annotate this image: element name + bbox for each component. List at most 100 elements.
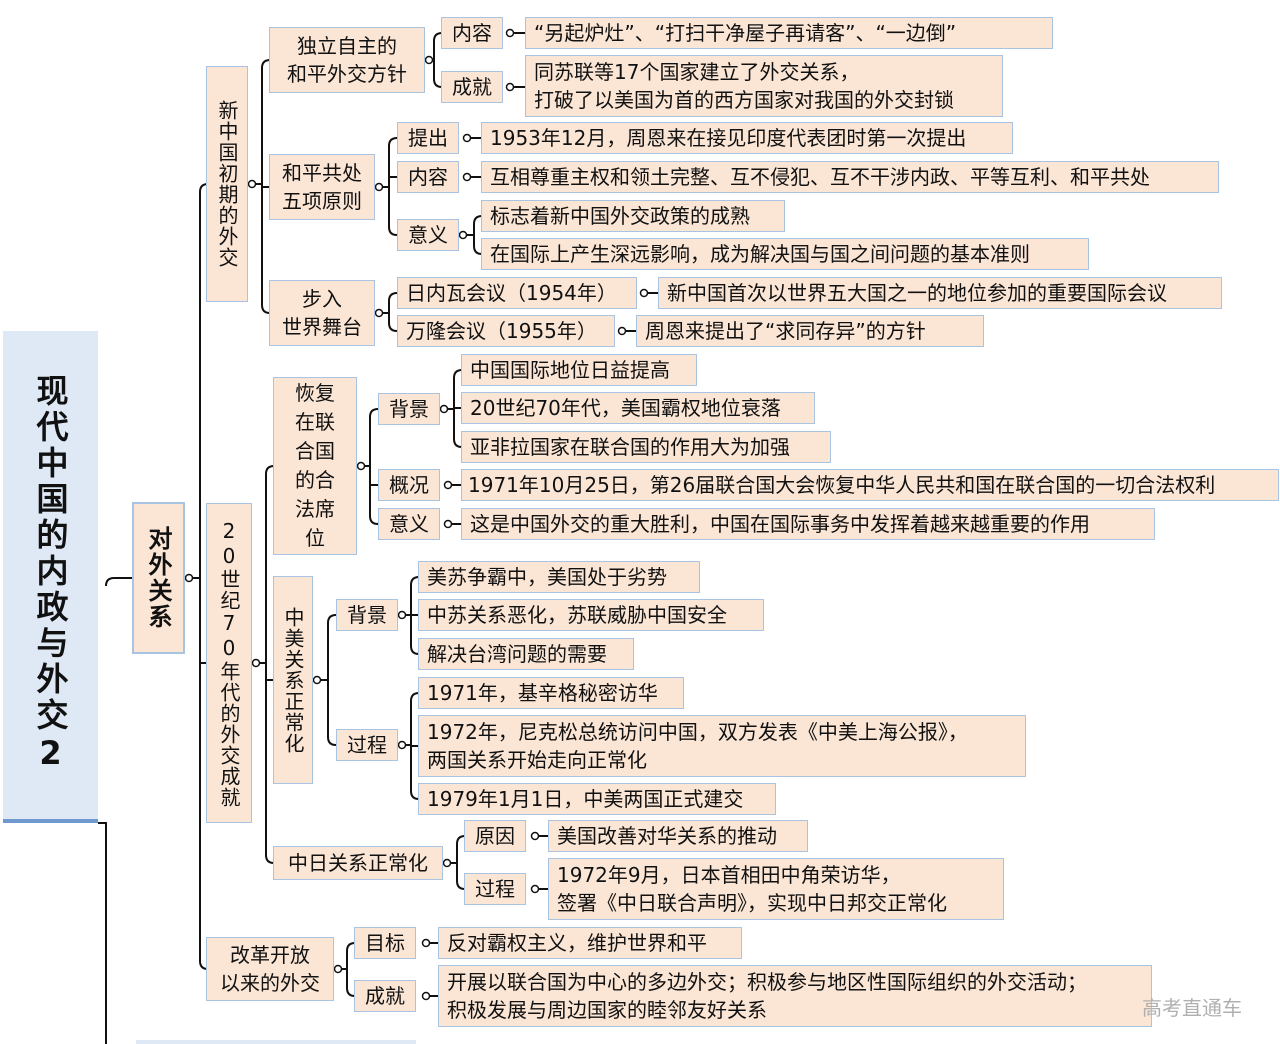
connector-knob: [439, 404, 449, 414]
leaf-text: 中国国际地位日益提高: [470, 358, 670, 382]
leaf-text: 1953年12月，周恩来在接见印度代表团时第一次提出: [490, 126, 967, 150]
connector-knob: [617, 326, 627, 336]
leaf-text-line: 签署《中日联合声明》，实现中日邦交正常化: [557, 891, 947, 915]
connector: [388, 137, 398, 147]
label-text: 过程: [347, 733, 387, 757]
label-proposed: 提出: [397, 122, 459, 154]
main-topic-label: 对外关系: [144, 526, 172, 630]
leaf-text: 亚非拉国家在联合国的作用大为加强: [470, 435, 790, 459]
connector: [105, 577, 132, 587]
topic-line: 改革开放: [230, 943, 310, 967]
connector: [388, 322, 398, 332]
leaf-background-2: 中苏关系恶化，苏联威胁中国安全: [418, 599, 764, 631]
leaf-text-line: 开展以联合国为中心的多边外交；积极参与地区性国际组织的外交活动；: [447, 970, 1087, 994]
leaf-text-line: 1972年，尼克松总统访问中国，双方发表《中美上海公报》，: [427, 720, 968, 744]
label-text: 概况: [389, 473, 429, 497]
connector-knob: [251, 658, 261, 668]
subtopic-sino-us: 中美关系正常化: [273, 576, 313, 784]
leaf-text: 1971年，基辛格秘密访华: [427, 681, 658, 705]
leaf-text: 周恩来提出了“求同存异”的方针: [645, 319, 926, 343]
leaf-text-line: 同苏联等17个国家建立了外交关系，: [534, 60, 860, 84]
connector-knob: [421, 938, 431, 948]
leaf-text: “另起炉灶”、“打扫干净屋子再请客”、“一边倒”: [534, 21, 957, 45]
connector-knob: [639, 288, 649, 298]
connector: [327, 736, 337, 746]
topic-reform-era-diplomacy: 改革开放 以来的外交: [206, 937, 334, 1001]
leaf-process: 1972年9月，日本首相田中角荣访华， 签署《中日联合声明》，实现中日邦交正常化: [548, 858, 1004, 920]
connector-knob: [421, 991, 431, 1001]
leaf-text: 反对霸权主义，维护世界和平: [447, 931, 707, 955]
leaf-background-1: 美苏争霸中，美国处于劣势: [418, 561, 700, 593]
watermark: 高考直通车: [1142, 996, 1242, 1020]
decorative-bar: [136, 1040, 416, 1044]
leaf-text: 互相尊重主权和领土完整、互不侵犯、互不干涉内政、平等互利、和平共处: [490, 165, 1150, 189]
connector-knob: [530, 831, 540, 841]
label-achievement: 成就: [441, 71, 503, 103]
subtopic-line: 和平外交方针: [287, 62, 407, 86]
label-overview: 概况: [378, 469, 440, 501]
subtopic-line: 独立自主的: [297, 34, 397, 58]
root-title: 现代中国的内政与外交2: [31, 374, 70, 776]
label-text: 背景: [347, 603, 387, 627]
leaf-text: 解决台湾问题的需要: [427, 642, 607, 666]
label-reason: 原因: [464, 820, 526, 852]
label-text: 背景: [389, 397, 429, 421]
subtopic-independent-policy: 独立自主的 和平外交方针: [269, 27, 425, 93]
connector-knob: [333, 964, 343, 974]
connector-knob: [247, 179, 257, 189]
label-geneva-conference: 日内瓦会议（1954年）: [397, 277, 637, 309]
subtopic-sino-japan: 中日关系正常化: [273, 846, 443, 880]
subtopic-world-stage: 步入 世界舞台: [269, 280, 375, 346]
leaf-significance-1: 标志着新中国外交政策的成熟: [481, 200, 785, 232]
connector-knob: [462, 133, 472, 143]
subtopic-label: 恢复在联合国的合法席位: [295, 381, 335, 550]
leaf-background-3: 解决台湾问题的需要: [418, 638, 634, 670]
leaf-text-line: 打破了以美国为首的西方国家对我国的外交封锁: [534, 88, 954, 112]
topic-1970s-diplomacy: 20世纪70年代的外交成就: [206, 503, 252, 823]
leaf-text: 中苏关系恶化，苏联威胁中国安全: [427, 603, 727, 627]
leaf-text: 1971年10月25日，第26届联合国大会恢复中华人民共和国在联合国的一切合法权…: [468, 473, 1216, 497]
connector-knob: [462, 172, 472, 182]
connector-knob: [397, 610, 407, 620]
label-text: 成就: [365, 984, 405, 1008]
leaf-process-1: 1971年，基辛格秘密访华: [418, 677, 684, 709]
label-process: 过程: [336, 729, 398, 761]
subtopic-line: 世界舞台: [282, 315, 362, 339]
leaf-text: 1979年1月1日，中美两国正式建交: [427, 787, 744, 811]
leaf-geneva: 新中国首次以世界五大国之一的地位参加的重要国际会议: [658, 277, 1222, 309]
leaf-background-2: 20世纪70年代，美国霸权地位衰落: [461, 392, 815, 424]
subtopic-line: 五项原则: [282, 189, 362, 213]
label-text: 过程: [475, 877, 515, 901]
leaf-text: 这是中国外交的重大胜利，中国在国际事务中发挥着越来越重要的作用: [470, 512, 1090, 536]
label-background: 背景: [336, 599, 398, 631]
leaf-achievement: 开展以联合国为中心的多边外交；积极参与地区性国际组织的外交活动； 积极发展与周边…: [438, 965, 1152, 1027]
label-text: 成就: [452, 75, 492, 99]
label-achievement: 成就: [354, 980, 416, 1012]
leaf-text-line: 两国关系开始走向正常化: [427, 748, 647, 772]
subtopic-line: 和平共处: [282, 161, 362, 185]
label-text: 目标: [365, 931, 405, 955]
leaf-text-line: 1972年9月，日本首相田中角荣访华，: [557, 863, 901, 887]
leaf-text: 美国改善对华关系的推动: [557, 824, 777, 848]
label-content: 内容: [441, 17, 503, 49]
connector-knob: [442, 858, 452, 868]
label-significance: 意义: [397, 219, 459, 251]
leaf-text: 美苏争霸中，美国处于劣势: [427, 565, 667, 589]
label-process: 过程: [464, 873, 526, 905]
label-significance: 意义: [378, 508, 440, 540]
leaf-content: 互相尊重主权和领土完整、互不侵犯、互不干涉内政、平等互利、和平共处: [481, 161, 1219, 193]
main-topic-foreign-relations: 对外关系: [132, 502, 185, 654]
subtopic-five-principles: 和平共处 五项原则: [269, 154, 375, 220]
connector: [369, 408, 379, 418]
connector-knob: [374, 308, 384, 318]
leaf-text: 20世纪70年代，美国霸权地位衰落: [470, 396, 781, 420]
connector-knob: [505, 82, 515, 92]
leaf-process-2: 1972年，尼克松总统访问中国，双方发表《中美上海公报》， 两国关系开始走向正常…: [418, 715, 1026, 777]
connector-knob: [458, 230, 468, 240]
label-text: 意义: [408, 223, 448, 247]
subtopic-line: 步入: [302, 287, 342, 311]
leaf-text: 在国际上产生深远影响，成为解决国与国之间问题的基本准则: [490, 242, 1030, 266]
connector-knob: [505, 28, 515, 38]
topic-label: 20世纪70年代的外交成就: [217, 518, 241, 808]
